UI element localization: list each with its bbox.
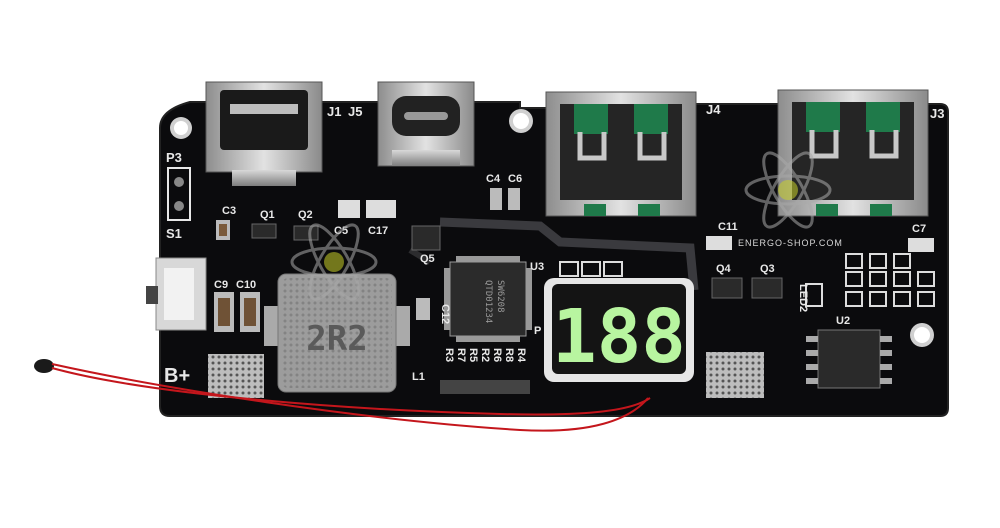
capacitor-c5 xyxy=(338,200,360,218)
label-u3: U3 xyxy=(530,261,544,273)
pcb-trace xyxy=(439,217,699,291)
label-r: R3 xyxy=(443,348,455,362)
segment-display xyxy=(544,278,694,382)
label-r: R2 xyxy=(479,348,491,362)
transistor-q5 xyxy=(411,225,441,251)
smd-pad-grid xyxy=(845,253,935,307)
ic-u3-sw6208 xyxy=(444,256,532,342)
label-c10: C10 xyxy=(236,279,256,291)
label-b-plus: B+ xyxy=(164,365,190,387)
capacitor-c7 xyxy=(908,238,934,252)
label-j5: J5 xyxy=(348,104,362,119)
label-q2: Q2 xyxy=(298,209,313,221)
led2 xyxy=(805,283,823,307)
capacitor-c11 xyxy=(706,236,732,250)
capacitor-c17 xyxy=(366,200,396,218)
label-p3: P3 xyxy=(166,150,182,165)
label-j4: J4 xyxy=(706,102,721,117)
label-p: P xyxy=(534,325,541,337)
label-c6: C6 xyxy=(508,173,522,185)
mounting-hole xyxy=(910,323,934,347)
battery-pad-bplus xyxy=(208,354,264,398)
usb-connector-j1 xyxy=(205,81,323,186)
watermark-logo xyxy=(744,151,832,229)
label-q1: Q1 xyxy=(260,209,275,221)
label-j3: J3 xyxy=(930,106,944,121)
usb-a-port-j4 xyxy=(545,91,697,217)
header-p3 xyxy=(167,167,191,221)
capacitor-c10 xyxy=(240,292,260,332)
watermark-text: ENERGO-SHOP.COM xyxy=(738,238,843,248)
capacitor-c12 xyxy=(416,298,430,320)
label-l1: L1 xyxy=(412,371,425,383)
transistor-q4 xyxy=(711,277,743,299)
display-digits: 188 xyxy=(552,294,686,380)
chip-marking-line2: QTD01234 xyxy=(483,280,493,323)
thermistor-wire xyxy=(34,359,651,432)
label-j1: J1 xyxy=(327,104,341,119)
capacitor-c9 xyxy=(214,292,234,332)
capacitor-c3 xyxy=(216,220,230,240)
resistor-row: R3 R7 R5 R2 R6 R8 R4 xyxy=(440,348,530,394)
label-r: R4 xyxy=(515,348,527,363)
label-r: R5 xyxy=(467,348,479,362)
label-led2: LED2 xyxy=(797,284,809,312)
label-c4: C4 xyxy=(486,173,501,185)
smd-pad-row xyxy=(559,261,623,277)
transistor-q2 xyxy=(293,225,319,241)
watermark-logo xyxy=(290,223,378,301)
mounting-hole xyxy=(170,117,192,139)
label-q5: Q5 xyxy=(420,253,435,265)
capacitor-c6 xyxy=(508,188,520,210)
label-c7: C7 xyxy=(912,223,926,235)
label-c3: C3 xyxy=(222,205,236,217)
label-q3: Q3 xyxy=(760,263,775,275)
label-c17: C17 xyxy=(368,225,388,237)
label-q4: Q4 xyxy=(716,263,732,275)
capacitor-c4 xyxy=(490,188,502,210)
label-c11: C11 xyxy=(718,221,738,233)
label-s1: S1 xyxy=(166,226,182,241)
label-u2: U2 xyxy=(836,315,850,327)
inductor-l1 xyxy=(264,273,410,393)
transistor-q3 xyxy=(751,277,783,299)
label-c12: C12 xyxy=(439,304,451,324)
usb-c-connector-j5 xyxy=(377,81,475,167)
label-r: R6 xyxy=(491,348,503,362)
transistor-q1 xyxy=(251,223,277,239)
inductor-marking: 2R2 xyxy=(306,319,367,359)
ic-u2 xyxy=(806,329,892,389)
label-c9: C9 xyxy=(214,279,228,291)
mounting-hole xyxy=(509,109,533,133)
switch-s1 xyxy=(146,257,207,331)
label-r: R8 xyxy=(503,348,515,362)
pcb-trace xyxy=(408,247,432,265)
battery-pad-bminus xyxy=(706,352,764,398)
label-r: R7 xyxy=(455,348,467,362)
usb-a-port-j3 xyxy=(777,89,929,217)
chip-marking-line1: SW6208 xyxy=(495,280,505,313)
